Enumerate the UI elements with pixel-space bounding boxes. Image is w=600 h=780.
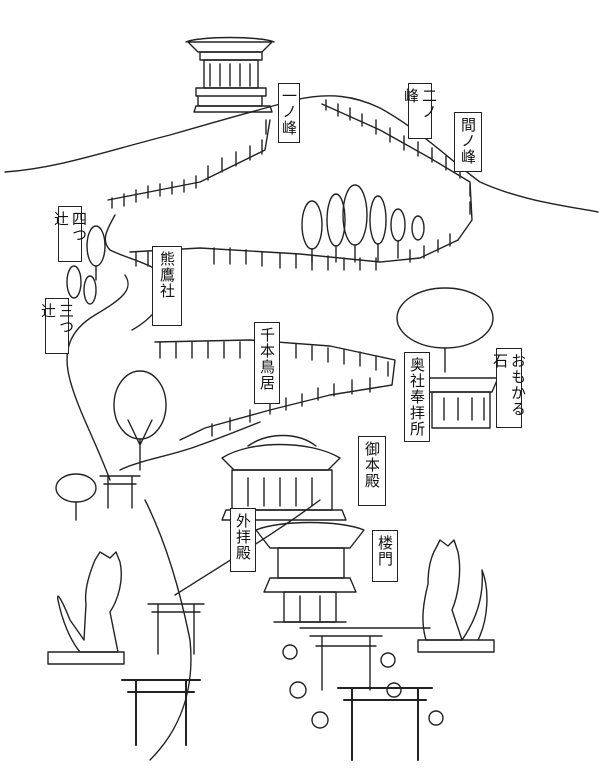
tree-bush-icon: [55, 473, 97, 521]
torii-gate-small-icon: [99, 475, 141, 509]
romon-gate-icon: [255, 521, 365, 623]
path-main: [144, 499, 192, 761]
sign-gehaiden: 外拝殿: [230, 508, 256, 572]
torii-row-middle: [129, 233, 459, 271]
sign-mitsutsuji: 三つ辻: [39, 298, 75, 354]
tree-okusha-icon: [396, 287, 494, 373]
torii-row-upper: [107, 119, 271, 209]
fox-guardian-right-icon: [417, 539, 495, 653]
sign-romon: 楼門: [372, 530, 398, 582]
sign-ninomine: 二ノ峰: [402, 83, 438, 139]
okusha-hall-icon: [421, 377, 499, 429]
shrub-cluster-icon: [282, 644, 444, 729]
torii-gate-approach-icon: [309, 635, 383, 691]
torii-gate-mid-icon: [147, 603, 205, 655]
torii-gate-front-right-icon: [337, 687, 433, 761]
torii-gate-front-left-icon: [121, 679, 201, 746]
tree-willow-icon: [113, 370, 167, 471]
sign-senbon-torii: 千本鳥居: [254, 322, 280, 404]
honden-shrine-icon: [221, 434, 347, 521]
path-lower-west: [66, 274, 129, 481]
sign-kumataka: 熊鷹社: [152, 246, 182, 326]
tree-west-icon: [66, 225, 106, 305]
sign-nakanomine: 間ノ峰: [454, 112, 482, 172]
summit-shrine-icon: [185, 36, 275, 113]
path-lower: [119, 421, 261, 471]
sign-omokaru-ishi: おもかる石: [491, 348, 527, 428]
fox-guardian-left-icon: [47, 551, 125, 665]
forest-cluster-icon: [301, 184, 425, 263]
mountain-ridge: [4, 95, 599, 213]
sign-okusha: 奥社奉拝所: [404, 352, 430, 442]
sign-ichinomine: 一ノ峰: [278, 83, 300, 143]
sign-yotsutsuji: 四つ辻: [52, 206, 88, 262]
sign-honden: 御本殿: [358, 436, 386, 506]
